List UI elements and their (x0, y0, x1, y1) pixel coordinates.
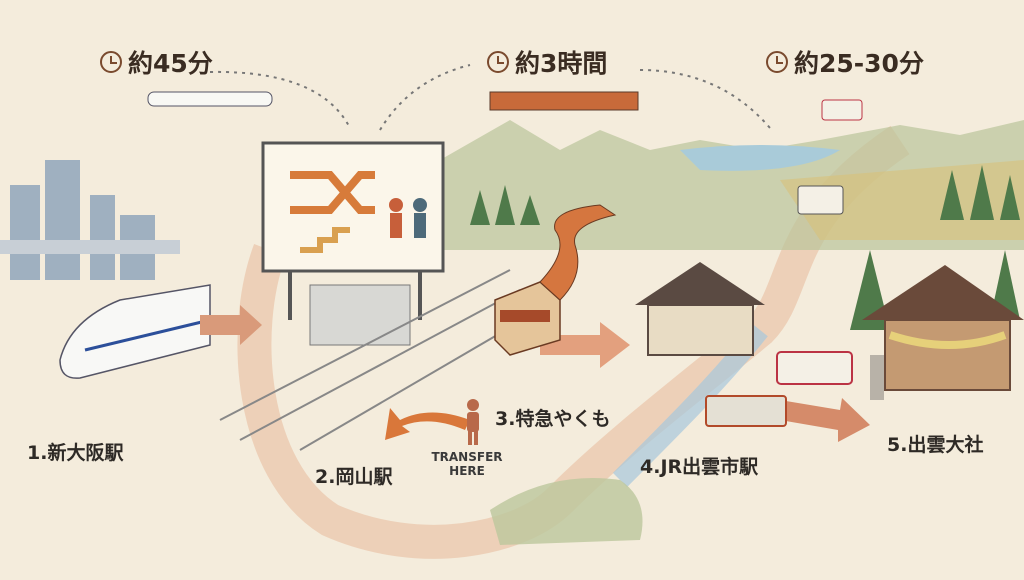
transfer-here-label: TRANSFER HERE (427, 450, 507, 478)
arrow-1 (200, 305, 262, 345)
train-label-yakumo: 3.特急やくも (495, 408, 611, 430)
clock-icon (766, 51, 788, 73)
transfer-arrow (385, 408, 470, 440)
time-label: 約3時間 (515, 49, 608, 78)
transfer-line-2: HERE (449, 464, 485, 478)
station-label-shin-osaka: 1.新大阪駅 (27, 442, 124, 464)
time-badge-1: 約45分 (100, 44, 213, 80)
platform (0, 240, 180, 254)
city-buildings (10, 160, 155, 280)
bus-middle (797, 185, 844, 215)
bus-bottom (776, 351, 853, 385)
time-label: 約45分 (128, 49, 213, 78)
station-label-izumo-taisha: 5.出雲大社 (887, 434, 984, 456)
station-label-izumoshi: 4.JR出雲市駅 (640, 456, 759, 478)
person-icon (467, 399, 479, 445)
transfer-line-1: TRANSFER (431, 450, 503, 464)
shrine-roof (862, 265, 1024, 320)
clock-icon (100, 51, 122, 73)
clock-icon (487, 51, 509, 73)
time-badge-3: 約25-30分 (766, 44, 924, 80)
time-label: 約25-30分 (794, 49, 924, 78)
bus-top (821, 99, 863, 121)
train-small (489, 91, 639, 111)
arrow-3 (540, 322, 630, 368)
shinkansen-small (147, 91, 273, 107)
arrow-4 (780, 398, 870, 442)
izumoshi-station (647, 304, 754, 356)
okayama-station (309, 284, 411, 346)
izumo-taisha-shrine (884, 319, 1011, 391)
lake (680, 145, 840, 171)
local-train (705, 395, 787, 427)
time-badge-2: 約3時間 (487, 44, 607, 80)
izumoshi-station-roof (635, 262, 765, 305)
station-label-okayama: 2.岡山駅 (315, 466, 393, 488)
shinkansen (59, 284, 211, 379)
